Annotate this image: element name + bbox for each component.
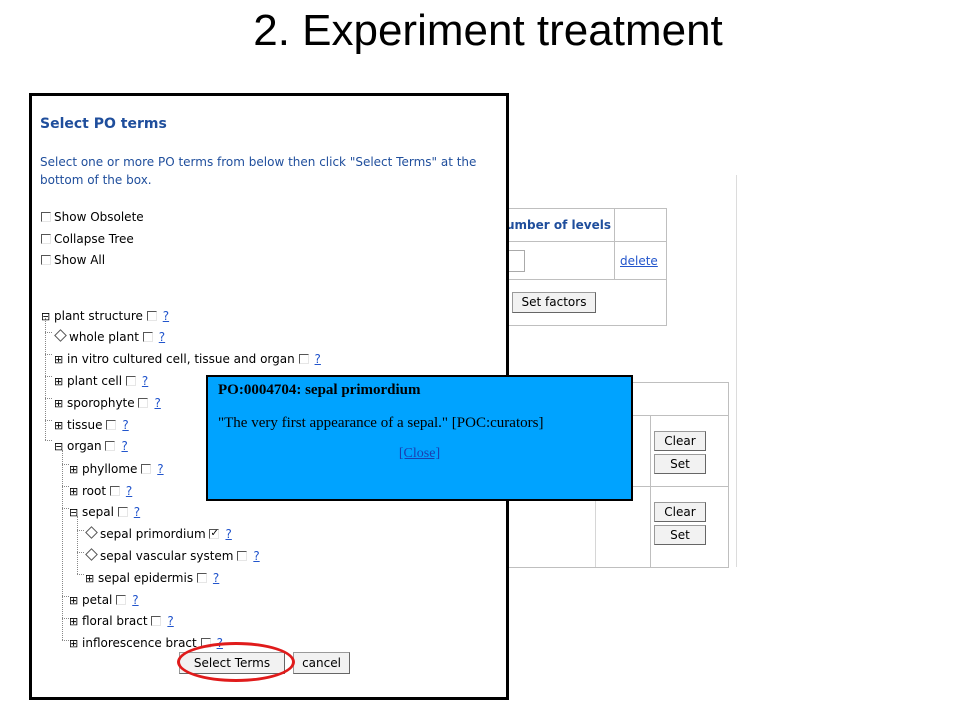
plus-box-icon[interactable]: ⊞	[69, 594, 79, 607]
set-button[interactable]: Set	[654, 454, 706, 474]
checkbox-icon[interactable]	[105, 441, 116, 451]
tree-node-sporophyte[interactable]: ⊞sporophyte ?	[54, 396, 161, 410]
tree-node-sepal-vascular-system[interactable]: sepal vascular system ?	[85, 548, 260, 564]
tree-node-sepal-primordium[interactable]: sepal primordium ?	[85, 526, 232, 542]
tree-node-sepal[interactable]: ⊟sepal ?	[69, 505, 141, 519]
levels-header: umber of levels	[506, 218, 611, 232]
diamond-leaf-icon	[54, 329, 67, 342]
collapse-tree-option[interactable]: Collapse Tree	[41, 232, 134, 246]
tree-node-root[interactable]: ⊞root ?	[69, 484, 133, 498]
minus-box-icon[interactable]: ⊟	[69, 506, 79, 519]
help-link[interactable]: ?	[121, 439, 128, 453]
help-link[interactable]: ?	[133, 505, 141, 519]
checkbox-icon[interactable]	[209, 526, 220, 542]
checkbox-icon[interactable]	[142, 332, 153, 342]
levels-cell	[506, 242, 615, 280]
checkbox-icon[interactable]	[116, 595, 127, 605]
tree-node-floral-bract[interactable]: ⊞floral bract ?	[69, 614, 174, 628]
cancel-button[interactable]: cancel	[293, 652, 350, 674]
tree-node-sepal-epidermis[interactable]: ⊞sepal epidermis ?	[85, 571, 220, 585]
set-factors-button[interactable]: Set factors	[512, 292, 596, 313]
checkbox-icon[interactable]	[141, 464, 152, 474]
delete-link[interactable]: delete	[620, 254, 658, 268]
help-link[interactable]: ?	[157, 462, 164, 476]
help-link[interactable]: ?	[125, 484, 133, 498]
help-link[interactable]: ?	[158, 330, 166, 344]
tree-node-phyllome[interactable]: ⊞phyllome ?	[69, 462, 164, 476]
factors-table: umber of levels delete Set factors	[505, 208, 667, 326]
tree-node-whole-plant[interactable]: whole plant ?	[54, 329, 165, 345]
checkbox-icon[interactable]	[109, 486, 120, 496]
set-button[interactable]: Set	[654, 525, 706, 545]
tree-node-petal[interactable]: ⊞petal ?	[69, 593, 139, 607]
dialog-title: Select PO terms	[40, 116, 167, 132]
help-link[interactable]: ?	[132, 593, 139, 607]
popup-definition: "The very first appearance of a sepal." …	[218, 415, 544, 431]
diamond-leaf-icon	[85, 526, 98, 539]
popup-close-link[interactable]: [Close]	[398, 446, 441, 461]
help-link[interactable]: ?	[141, 374, 149, 388]
clear-button[interactable]: Clear	[654, 502, 706, 522]
checkbox-icon[interactable]	[138, 398, 149, 408]
help-link[interactable]: ?	[225, 527, 232, 541]
show-obsolete-option[interactable]: Show Obsolete	[41, 210, 144, 224]
popup-title: PO:0004704: sepal primordium	[218, 382, 421, 398]
checkbox-icon[interactable]	[125, 376, 136, 386]
plus-box-icon[interactable]: ⊞	[54, 397, 64, 410]
help-link[interactable]: ?	[314, 352, 321, 366]
treatment-table: Clear Set Clear Set	[505, 382, 729, 568]
plus-box-icon[interactable]: ⊞	[54, 353, 64, 366]
select-terms-highlight-circle	[177, 642, 295, 682]
minus-box-icon[interactable]: ⊟	[54, 440, 64, 453]
checkbox-icon[interactable]	[151, 616, 162, 626]
help-link[interactable]: ?	[122, 418, 129, 432]
checkbox-icon[interactable]	[117, 507, 128, 517]
background-page	[506, 175, 737, 567]
tree-node-plant-structure[interactable]: ⊟plant structure ?	[41, 309, 170, 323]
tree-node-in-vitro[interactable]: ⊞in vitro cultured cell, tissue and orga…	[54, 352, 321, 366]
plus-box-icon[interactable]: ⊞	[54, 375, 64, 388]
tree-node-tissue[interactable]: ⊞tissue ?	[54, 418, 129, 432]
checkbox-icon[interactable]	[41, 212, 51, 222]
checkbox-icon[interactable]	[41, 234, 51, 244]
plus-box-icon[interactable]: ⊞	[69, 637, 79, 650]
plus-box-icon[interactable]: ⊞	[85, 572, 95, 585]
slide-title: 2. Experiment treatment	[253, 6, 723, 55]
help-link[interactable]: ?	[212, 571, 220, 585]
dialog-instruction: Select one or more PO terms from below t…	[40, 155, 477, 187]
tree-node-plant-cell[interactable]: ⊞plant cell ?	[54, 374, 149, 388]
checkbox-icon[interactable]	[298, 354, 309, 364]
diamond-leaf-icon	[85, 548, 98, 561]
plus-box-icon[interactable]: ⊞	[69, 485, 79, 498]
levels-header-cell: umber of levels	[506, 209, 615, 242]
help-link[interactable]: ?	[167, 614, 174, 628]
checkbox-icon[interactable]	[196, 573, 207, 583]
minus-box-icon[interactable]: ⊟	[41, 310, 51, 323]
plus-box-icon[interactable]: ⊞	[69, 615, 79, 628]
show-all-option[interactable]: Show All	[41, 253, 105, 267]
checkbox-icon[interactable]	[106, 420, 117, 430]
tree-node-organ[interactable]: ⊟organ ?	[54, 439, 128, 453]
clear-button[interactable]: Clear	[654, 431, 706, 451]
plus-box-icon[interactable]: ⊞	[69, 463, 79, 476]
help-link[interactable]: ?	[253, 549, 260, 563]
help-link[interactable]: ?	[162, 309, 170, 323]
levels-input[interactable]	[506, 250, 525, 272]
help-link[interactable]: ?	[154, 396, 161, 410]
checkbox-icon[interactable]	[146, 311, 157, 321]
plus-box-icon[interactable]: ⊞	[54, 419, 64, 432]
term-definition-popup: PO:0004704: sepal primordium "The very f…	[206, 375, 633, 501]
checkbox-icon[interactable]	[237, 551, 248, 561]
checkbox-icon[interactable]	[41, 255, 51, 265]
